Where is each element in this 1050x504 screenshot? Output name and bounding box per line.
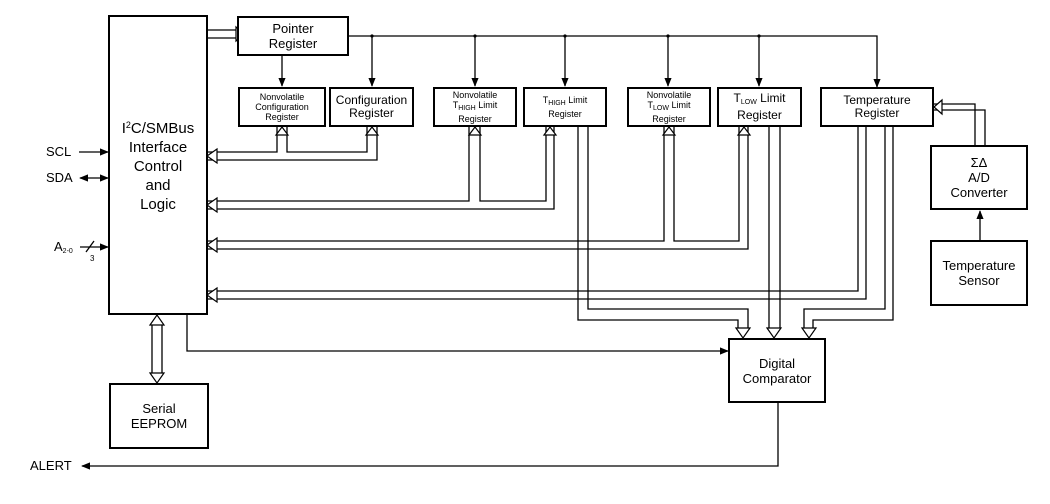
temperature-register-block: Temperature Register (820, 87, 934, 127)
interface-line3: Control (133, 158, 183, 175)
bus-temp-to-interface (207, 127, 867, 300)
adc-line2: A/D (968, 170, 990, 185)
arrowhead-nvconfig-up (274, 126, 290, 136)
arrowhead-interface-tlow (205, 236, 218, 254)
junction-dot (370, 34, 374, 38)
scl-label: SCL (46, 144, 72, 159)
arrowhead-thigh-up (542, 126, 558, 136)
temperature-sensor-block: Temperature Sensor (930, 240, 1028, 306)
arrowhead-interface-thigh (205, 196, 218, 214)
interface-line1: I2C/SMBus (121, 120, 195, 137)
adc-line1: ΣΔ (970, 155, 988, 170)
arrowhead-config-up (364, 126, 380, 136)
adc-line3: Converter (950, 185, 1008, 200)
comparator-line1: Digital (758, 355, 796, 371)
wire-comparator-to-alert (81, 402, 779, 470)
config-line2: Register (349, 106, 394, 120)
config-register-block: Configuration Register (329, 87, 414, 127)
bus-adc-to-temp (934, 103, 986, 145)
wire-thigh-to-comparator (577, 127, 749, 328)
arrowhead-comp-b (765, 327, 783, 340)
nv-thigh-line3: Register (458, 114, 492, 124)
junction-dot (563, 34, 567, 38)
arrowhead-temp-reg (933, 98, 943, 116)
pointer-line2: Register (268, 36, 318, 51)
nv-config-line1: Nonvolatile (259, 92, 305, 102)
wire-tlow-to-comparator (768, 127, 781, 328)
arrowhead-tlow-up (736, 126, 752, 136)
eeprom-line1: Serial (142, 401, 176, 416)
nv-tlow-line3: Register (652, 114, 686, 124)
bus-interface-eeprom (151, 325, 163, 373)
tlow-line2: Register (737, 108, 782, 122)
arrowhead-nvtlow-up (661, 126, 677, 136)
arrowhead-interface-temp (205, 286, 218, 304)
interface-line5: Logic (140, 196, 176, 213)
interface-line2: Interface (128, 139, 188, 156)
arrowhead-comp-c (800, 327, 818, 340)
nv-tlow-line1: Nonvolatile (646, 90, 692, 100)
digital-comparator-block: Digital Comparator (728, 338, 826, 403)
wire-temp-to-comparator (803, 127, 894, 328)
tlow-line1: TLOW Limit (733, 91, 786, 107)
pointer-register-block: Pointer Register (237, 16, 349, 56)
bus-tlow-outer (207, 127, 749, 250)
nv-thigh-line1: Nonvolatile (452, 90, 498, 100)
nv-thigh-register-block: Nonvolatile THIGH Limit Register (433, 87, 517, 127)
temp-reg-line1: Temperature (843, 93, 911, 107)
thigh-line2: Register (548, 109, 582, 119)
sensor-line1: Temperature (942, 258, 1016, 273)
wire-pointer-bus (349, 35, 881, 88)
nv-config-line3: Register (265, 112, 299, 122)
interface-line4: and (145, 177, 171, 194)
arrowhead-eeprom-down (148, 372, 166, 385)
addr-bus-slash (85, 240, 95, 253)
arrowhead-eeprom-up (148, 313, 166, 326)
junction-dot (757, 34, 761, 38)
tlow-register-block: TLOW Limit Register (717, 87, 802, 127)
eeprom-line2: EEPROM (130, 416, 188, 431)
junction-dot (666, 34, 670, 38)
thigh-register-block: THIGH Limit Register (523, 87, 607, 127)
sda-label: SDA (46, 170, 73, 185)
alert-label: ALERT (30, 458, 72, 473)
junction-dot (473, 34, 477, 38)
arrowhead-interface-config (205, 147, 218, 165)
serial-eeprom-block: Serial EEPROM (109, 383, 209, 449)
wire-interface-to-comparator (186, 314, 729, 355)
nv-thigh-line2: THIGH Limit (452, 100, 498, 112)
sensor-line2: Sensor (958, 273, 1000, 288)
temp-reg-line2: Register (854, 106, 900, 120)
nv-config-register-block: Nonvolatile Configuration Register (238, 87, 326, 127)
comparator-line2: Comparator (742, 370, 812, 386)
nv-tlow-line2: TLOW Limit (647, 100, 691, 112)
thigh-line1: THIGH Limit (542, 95, 588, 107)
config-line1: Configuration (335, 93, 408, 107)
address-label: A2-0 (54, 239, 73, 256)
arrowhead-comp-a (734, 327, 752, 340)
nv-config-line2: Configuration (255, 102, 309, 112)
address-width-label: 3 (90, 254, 95, 263)
interface-control-logic-block: I2C/SMBus Interface Control and Logic (108, 15, 208, 315)
pointer-line1: Pointer (272, 21, 314, 36)
arrowhead-nvthigh-up (467, 126, 483, 136)
adc-block: ΣΔ A/D Converter (930, 145, 1028, 210)
bus-config-outer (207, 127, 378, 161)
nv-tlow-register-block: Nonvolatile TLOW Limit Register (627, 87, 711, 127)
bus-thigh-outer (207, 127, 555, 210)
